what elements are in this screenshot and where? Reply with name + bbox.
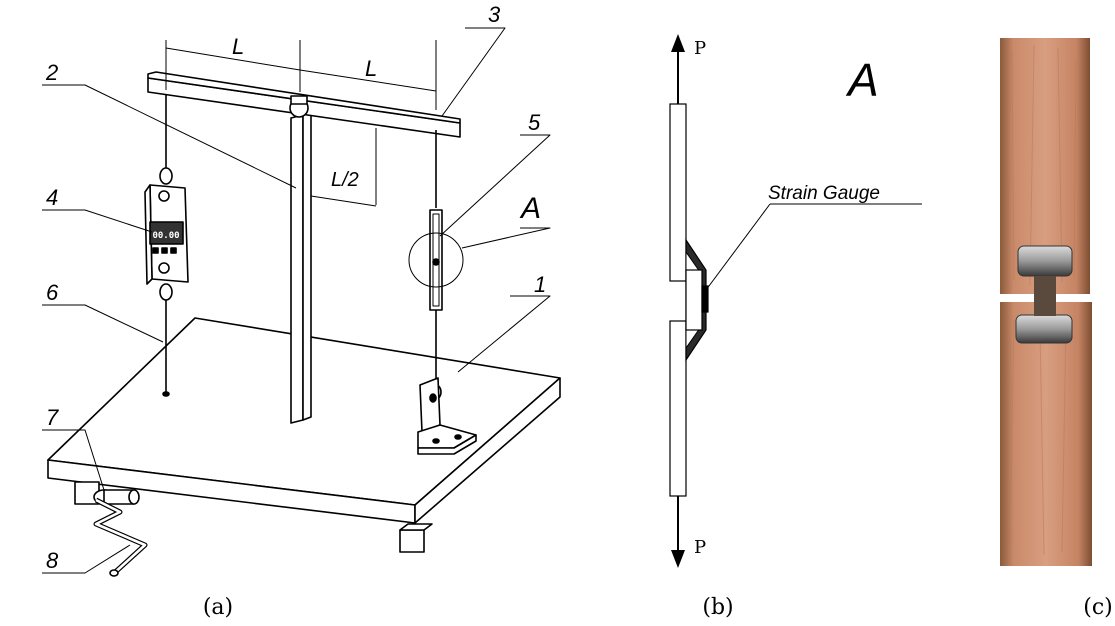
dimension-lines bbox=[165, 40, 437, 207]
photo-lower-copper-strip bbox=[1000, 300, 1092, 566]
dim-label-left-l: L bbox=[232, 34, 244, 59]
dim-label-half-l: L/2 bbox=[331, 169, 359, 191]
crank-winch bbox=[93, 489, 148, 577]
force-arrow-top bbox=[671, 34, 685, 104]
caption-b: (b) bbox=[702, 595, 733, 620]
digital-force-scale bbox=[144, 167, 189, 301]
detail-title-a: A bbox=[845, 54, 879, 106]
strain-specimen bbox=[429, 209, 443, 311]
part-number-5: 5 bbox=[528, 110, 541, 135]
vertical-post bbox=[290, 111, 312, 424]
photo-lower-solder-pad bbox=[1015, 314, 1073, 344]
anchor-bracket bbox=[417, 377, 477, 455]
part-number-1: 1 bbox=[534, 272, 546, 297]
strain-gauge-body bbox=[685, 269, 703, 331]
photo-strain-gauge bbox=[1034, 276, 1056, 316]
detail-a-circle bbox=[408, 232, 464, 288]
photo-upper-solder-pad bbox=[1017, 245, 1073, 277]
leader-lines bbox=[42, 27, 551, 574]
caption-c: (c) bbox=[1083, 595, 1113, 620]
gauge-leader-line bbox=[705, 203, 771, 291]
force-label-bottom: P bbox=[694, 537, 706, 558]
force-label-top: P bbox=[694, 38, 706, 59]
panel-a-labels: L L L/2 A 3 2 5 4 6 1 7 8 00.00 (a) bbox=[45, 2, 546, 620]
dim-label-right-l: L bbox=[365, 56, 377, 81]
panel-c-photo: (c) bbox=[998, 38, 1113, 620]
force-arrow-bottom bbox=[671, 496, 685, 568]
panel-a-rig bbox=[42, 27, 561, 577]
scale-display-readout: 00.00 bbox=[152, 231, 179, 241]
caption-a: (a) bbox=[203, 595, 233, 620]
strain-gauge-label: Strain Gauge bbox=[768, 183, 880, 204]
part-number-4: 4 bbox=[46, 185, 58, 210]
part-number-8: 8 bbox=[46, 548, 59, 573]
strain-gauge-element bbox=[701, 285, 709, 313]
base-feet bbox=[74, 481, 433, 553]
left-cable bbox=[162, 94, 170, 397]
part-number-2: 2 bbox=[45, 60, 58, 85]
panel-b-detail bbox=[669, 34, 922, 568]
detail-label-a: A bbox=[519, 192, 541, 225]
specimen-lower-strip bbox=[669, 320, 687, 497]
part-number-3: 3 bbox=[488, 2, 501, 27]
part-number-6: 6 bbox=[46, 280, 59, 305]
horizontal-beam bbox=[147, 71, 461, 138]
part-number-7: 7 bbox=[46, 405, 59, 430]
panel-b-labels: P P A Strain Gauge (b) bbox=[694, 38, 880, 620]
specimen-upper-strip bbox=[669, 103, 687, 282]
